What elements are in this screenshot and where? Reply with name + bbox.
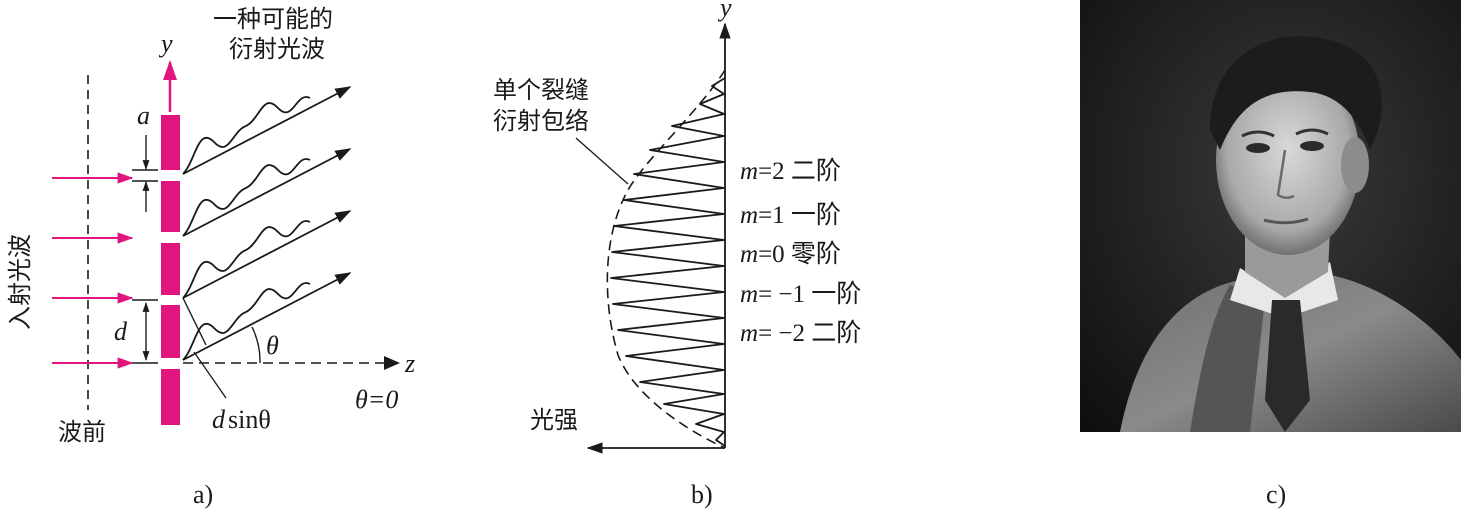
panel-b: y 光强 单个裂缝 衍射包络 m=2 二阶 m=1 一阶 m=0 零阶 m= −… (493, 0, 861, 509)
diffracted-wave (182, 282, 311, 361)
z-axis-label: z (404, 349, 415, 378)
diffracted-wave-title-1: 一种可能的 (213, 5, 333, 33)
intensity-label: 光强 (530, 406, 578, 434)
caption-c: c) (1266, 480, 1286, 509)
grating-bar (161, 369, 180, 425)
diffracted-ray (182, 210, 352, 299)
path-difference-label-d: d (212, 405, 226, 434)
envelope-label-2: 衍射包络 (493, 107, 589, 135)
portrait-drawing (1080, 0, 1461, 432)
grating-bar (161, 243, 180, 295)
order-label: m= −1 一阶 (740, 280, 861, 308)
theta-arc (251, 326, 261, 364)
diffracted-ray (182, 86, 352, 175)
path-difference-line (182, 297, 207, 346)
portrait-photo (1080, 0, 1461, 432)
dsin-leader (193, 351, 227, 399)
incident-wave-label: 入射光波 (6, 234, 34, 330)
envelope-label-1: 单个裂缝 (493, 76, 589, 104)
theta-zero-label: θ=0 (355, 385, 398, 414)
path-difference-label: sinθ (228, 405, 271, 434)
y-axis-label: y (158, 29, 173, 58)
interference-fringes (610, 77, 726, 447)
panel-a: 一种可能的 衍射光波 入射光波 波前 y a d (6, 5, 415, 509)
diffracted-ray (182, 272, 352, 361)
y-axis-label-b: y (717, 0, 732, 22)
grating-bar (161, 115, 180, 170)
order-labels: m=2 二阶 m=1 一阶 m=0 零阶 m= −1 一阶 m= −2 二阶 (740, 157, 861, 347)
slit-spacing-label: d (114, 317, 128, 346)
diffracted-wave (182, 158, 311, 237)
grating-bar (161, 305, 180, 358)
order-label: m=0 零阶 (740, 240, 841, 268)
diffracted-wave-title-2: 衍射光波 (229, 35, 325, 63)
diffracted-wave (182, 96, 311, 175)
order-label: m=1 一阶 (740, 201, 841, 229)
z-axis-arrowhead (384, 356, 400, 370)
envelope-leader (575, 137, 629, 185)
wavefront-label: 波前 (58, 418, 106, 446)
caption-a: a) (193, 480, 213, 509)
theta-label: θ (266, 331, 279, 360)
slit-width-label: a (137, 101, 150, 130)
diffracted-ray (182, 148, 352, 237)
diffracted-wave (182, 220, 311, 299)
order-label: m= −2 二阶 (740, 319, 861, 347)
caption-b: b) (691, 480, 713, 509)
order-label: m=2 二阶 (740, 157, 841, 185)
diffracted-rays (182, 86, 352, 361)
single-slit-envelope (606, 69, 726, 449)
grating-bar (161, 181, 180, 232)
